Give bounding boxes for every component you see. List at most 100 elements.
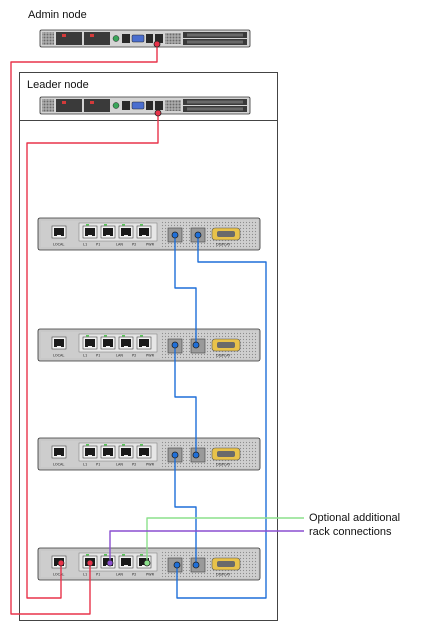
- switch-port-label-1: LOCAL: [53, 463, 64, 467]
- rack-frame: [19, 72, 278, 621]
- switch-port-label-2: L1: [83, 573, 87, 577]
- switch-local-port-tab: [57, 346, 61, 348]
- server-psu-2: [84, 32, 110, 45]
- server-vent-left: [42, 99, 54, 112]
- plug-blue-sw3-b: [192, 451, 200, 459]
- switch-port-label-1: LOCAL: [53, 573, 64, 577]
- plug-red-sw4-l1: [86, 559, 94, 567]
- blue-cable-sw3-sw4: [174, 455, 197, 565]
- switch-port-1-jack: [85, 339, 95, 347]
- server-psu-2-led: [90, 34, 94, 37]
- switch-port-label-1: LOCAL: [53, 243, 64, 247]
- switch-port-4-jack: [139, 339, 149, 347]
- switch-led-3: [122, 554, 125, 556]
- switch-port-label-5: P2: [132, 354, 136, 358]
- switch-port-3-jack: [121, 339, 131, 347]
- blue-cable-loop-return: [176, 235, 267, 599]
- switch-port-1-tab: [88, 455, 92, 457]
- switch-port-label-6: PWR: [146, 354, 155, 358]
- server-slot-top-plate: [187, 33, 243, 37]
- server-lan-port: [155, 101, 163, 110]
- switch-port-2-tab: [106, 455, 110, 457]
- switch-led-1: [86, 335, 89, 337]
- switch-port-label-2: L1: [83, 463, 87, 467]
- switch-port-label-3: P1: [96, 463, 100, 467]
- server-slot-bottom-plate: [187, 40, 243, 44]
- switch-port-label-3: P1: [96, 573, 100, 577]
- switch-port-4-jack: [139, 448, 149, 456]
- switch-port-3-tab: [124, 235, 128, 237]
- plug-blue-sw1-b: [194, 231, 202, 239]
- admin-node-server: [39, 29, 251, 48]
- switch-display-label: DISPLAY: [216, 243, 231, 247]
- switch-port-label-4: LAN: [116, 243, 123, 247]
- server-port-green: [112, 102, 120, 109]
- cable-plugs: [57, 40, 202, 569]
- switch-led-1: [86, 444, 89, 446]
- purple-cable-optional: [109, 530, 304, 562]
- plug-red-leader: [154, 109, 162, 117]
- server-vent-mid: [165, 33, 181, 44]
- switch-port-4-tab: [142, 565, 146, 567]
- switch-port-label-5: P2: [132, 463, 136, 467]
- switch-local-port-jack: [54, 228, 64, 236]
- switch-port-label-3: P1: [96, 243, 100, 247]
- switch-display-pins: [217, 231, 235, 237]
- switch-led-2: [104, 554, 107, 556]
- plug-red-admin: [153, 40, 161, 48]
- switch-port-1-jack: [85, 448, 95, 456]
- plug-blue-sw2-a: [171, 341, 179, 349]
- switch-port-4-tab: [142, 455, 146, 457]
- switch-local-port-tab: [57, 455, 61, 457]
- server-usb-block: [122, 34, 130, 43]
- switch-port-3-jack: [121, 558, 131, 566]
- admin-node-label: Admin node: [28, 9, 87, 21]
- server-usb-block: [122, 101, 130, 110]
- switch-led-1: [86, 554, 89, 556]
- switch-port-3-jack: [121, 228, 131, 236]
- switch-local-port-tab: [57, 235, 61, 237]
- switch-local-port-jack: [54, 339, 64, 347]
- switch-port-label-3: P1: [96, 354, 100, 358]
- server-slot-bottom-plate: [187, 107, 243, 111]
- switch-display-pins: [217, 561, 235, 567]
- cables: [10, 44, 304, 615]
- switch-port-label-2: L1: [83, 354, 87, 358]
- switch-led-2: [104, 224, 107, 226]
- switch-port-2-tab: [106, 565, 110, 567]
- switch-port-label-4: LAN: [116, 573, 123, 577]
- switch-led-4: [140, 224, 143, 226]
- server-psu-2-led: [90, 101, 94, 104]
- server-port-a: [146, 101, 153, 110]
- switch-led-4: [140, 444, 143, 446]
- server-port-a: [146, 34, 153, 43]
- switch-port-2-jack: [103, 448, 113, 456]
- red-cable-admin: [10, 44, 158, 615]
- switch-display-pins: [217, 342, 235, 348]
- switch-port-1-tab: [88, 235, 92, 237]
- server-psu-1: [56, 99, 82, 112]
- switch-display-label: DISPLAY: [216, 573, 231, 577]
- switch-port-label-6: PWR: [146, 573, 155, 577]
- switch-led-2: [104, 335, 107, 337]
- switch-port-3-tab: [124, 455, 128, 457]
- switch-port-3-tab: [124, 346, 128, 348]
- leader-node-server: [39, 96, 251, 115]
- server-psu-1-led: [62, 34, 66, 37]
- server-vent-left: [42, 32, 54, 45]
- switch-port-1-tab: [88, 346, 92, 348]
- switch-display-pins: [217, 451, 235, 457]
- plug-blue-sw4-b: [192, 561, 200, 569]
- switch-led-4: [140, 554, 143, 556]
- server-vga-port: [131, 101, 145, 110]
- switch-port-label-5: P2: [132, 573, 136, 577]
- red-cable-leader: [26, 113, 159, 599]
- plug-red-sw4-local: [57, 559, 65, 567]
- switch-led-4: [140, 335, 143, 337]
- switch-port-4-tab: [142, 346, 146, 348]
- switch-port-1-jack: [85, 228, 95, 236]
